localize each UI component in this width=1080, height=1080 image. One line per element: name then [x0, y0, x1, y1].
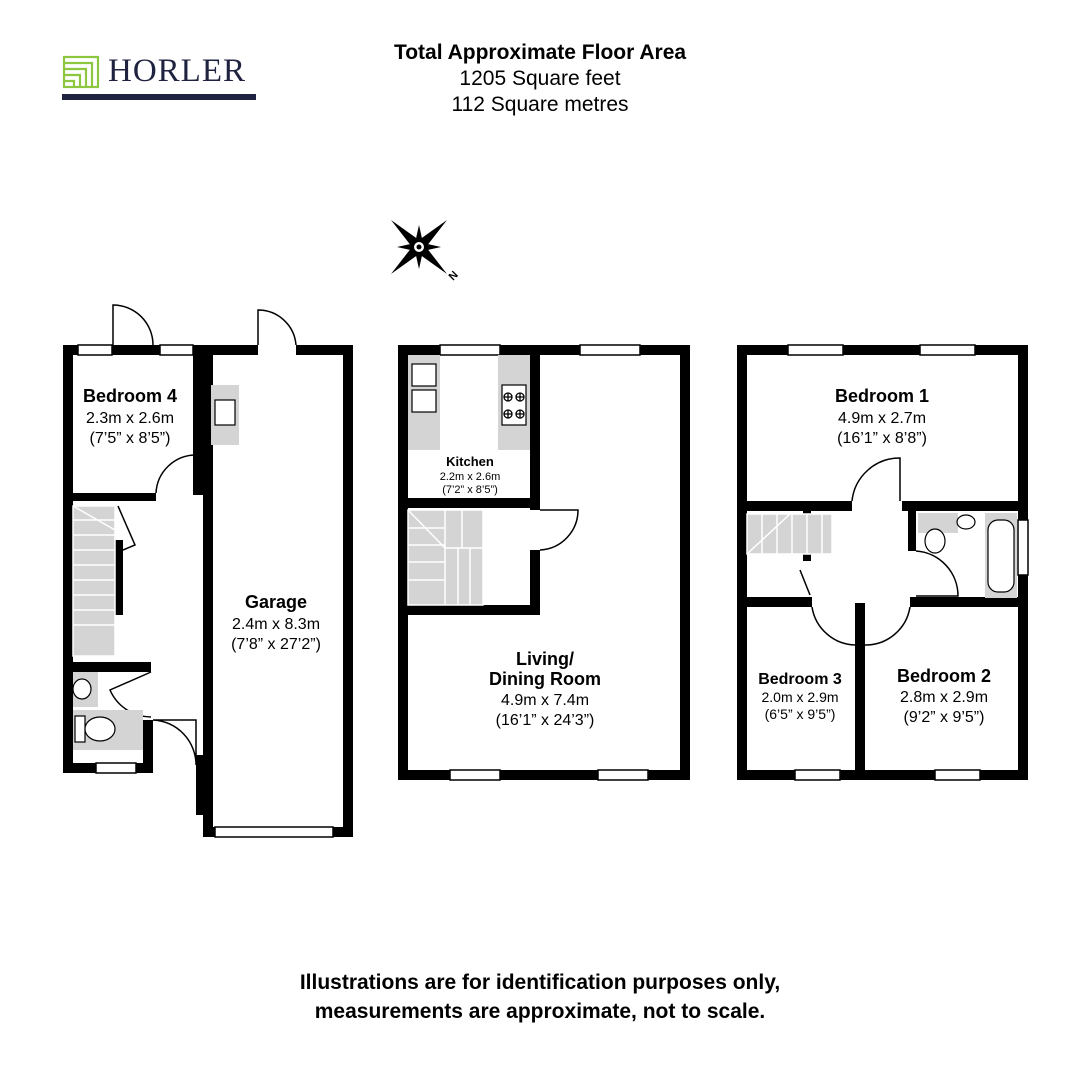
svg-text:Bedroom 2: Bedroom 2 [897, 666, 991, 686]
room-label-bedroom-4: Bedroom 4 2.3m x 2.6m (7’5” x 8’5”) [83, 386, 177, 447]
compass-north-label: N [447, 269, 461, 283]
living-floor-plan [398, 344, 690, 781]
room-label-garage: Garage 2.4m x 8.3m (7’8” x 27’2”) [231, 592, 321, 653]
svg-text:Bedroom 3: Bedroom 3 [758, 671, 842, 688]
svg-text:Bedroom 1: Bedroom 1 [835, 386, 929, 406]
room-label-bedroom-2: Bedroom 2 2.8m x 2.9m (9’2” x 9’5”) [897, 666, 991, 726]
room-label-kitchen: Kitchen 2.2m x 2.6m (7’2” x 8’5”) [440, 454, 501, 496]
svg-text:(16’1” x 8’8”): (16’1” x 8’8”) [837, 430, 927, 447]
svg-text:(6’5” x 9’5”): (6’5” x 9’5”) [765, 706, 836, 722]
utility-sink-icon [214, 399, 236, 426]
logo-wordmark: HORLER [108, 53, 246, 89]
floor-area-sqft: 1205 Square feet [459, 67, 621, 90]
svg-text:2.2m x 2.6m: 2.2m x 2.6m [440, 471, 501, 483]
floor-area-sqm: 112 Square metres [451, 93, 629, 116]
svg-text:4.9m x 2.7m: 4.9m x 2.7m [838, 410, 926, 427]
disclaimer-line-1: Illustrations are for identification pur… [299, 971, 781, 994]
floor-area-title: Total Approximate Floor Area [393, 41, 687, 64]
svg-text:(9’2” x 9’5”): (9’2” x 9’5”) [904, 709, 985, 726]
svg-text:2.4m x 8.3m: 2.4m x 8.3m [232, 616, 320, 633]
svg-text:(7’2” x 8’5”): (7’2” x 8’5”) [442, 484, 498, 496]
svg-text:2.3m x 2.6m: 2.3m x 2.6m [86, 410, 174, 427]
floor-area-header: Total Approximate Floor Area 1205 Square… [340, 40, 740, 118]
svg-text:(7’8” x 27’2”): (7’8” x 27’2”) [231, 636, 321, 653]
svg-text:Garage: Garage [245, 592, 307, 612]
svg-text:4.9m x 7.4m: 4.9m x 7.4m [501, 692, 589, 709]
svg-text:2.8m x 2.9m: 2.8m x 2.9m [900, 689, 988, 706]
ground-floor-plan [63, 304, 353, 838]
room-label-bedroom-3: Bedroom 3 2.0m x 2.9m (6’5” x 9’5”) [758, 671, 842, 722]
room-label-bedroom-1: Bedroom 1 4.9m x 2.7m (16’1” x 8’8”) [835, 386, 929, 447]
svg-text:Living/: Living/ [516, 649, 574, 669]
logo-mark-icon [62, 55, 100, 89]
bedroom-floor-plan [737, 344, 1029, 781]
svg-text:Kitchen: Kitchen [446, 454, 494, 469]
logo-underline [62, 94, 256, 100]
svg-text:(7’5” x 8’5”): (7’5” x 8’5”) [90, 430, 171, 447]
horler-logo: HORLER [62, 52, 256, 102]
disclaimer-line-2: measurements are approximate, not to sca… [314, 1000, 766, 1023]
room-label-living-dining: Living/ Dining Room 4.9m x 7.4m (16’1” x… [489, 649, 601, 729]
svg-text:2.0m x 2.9m: 2.0m x 2.9m [761, 689, 838, 705]
svg-text:(16’1” x 24’3”): (16’1” x 24’3”) [496, 712, 595, 729]
disclaimer: Illustrations are for identification pur… [140, 968, 940, 1026]
compass-icon: N [391, 220, 461, 283]
svg-text:Dining Room: Dining Room [489, 669, 601, 689]
svg-text:Bedroom 4: Bedroom 4 [83, 386, 177, 406]
